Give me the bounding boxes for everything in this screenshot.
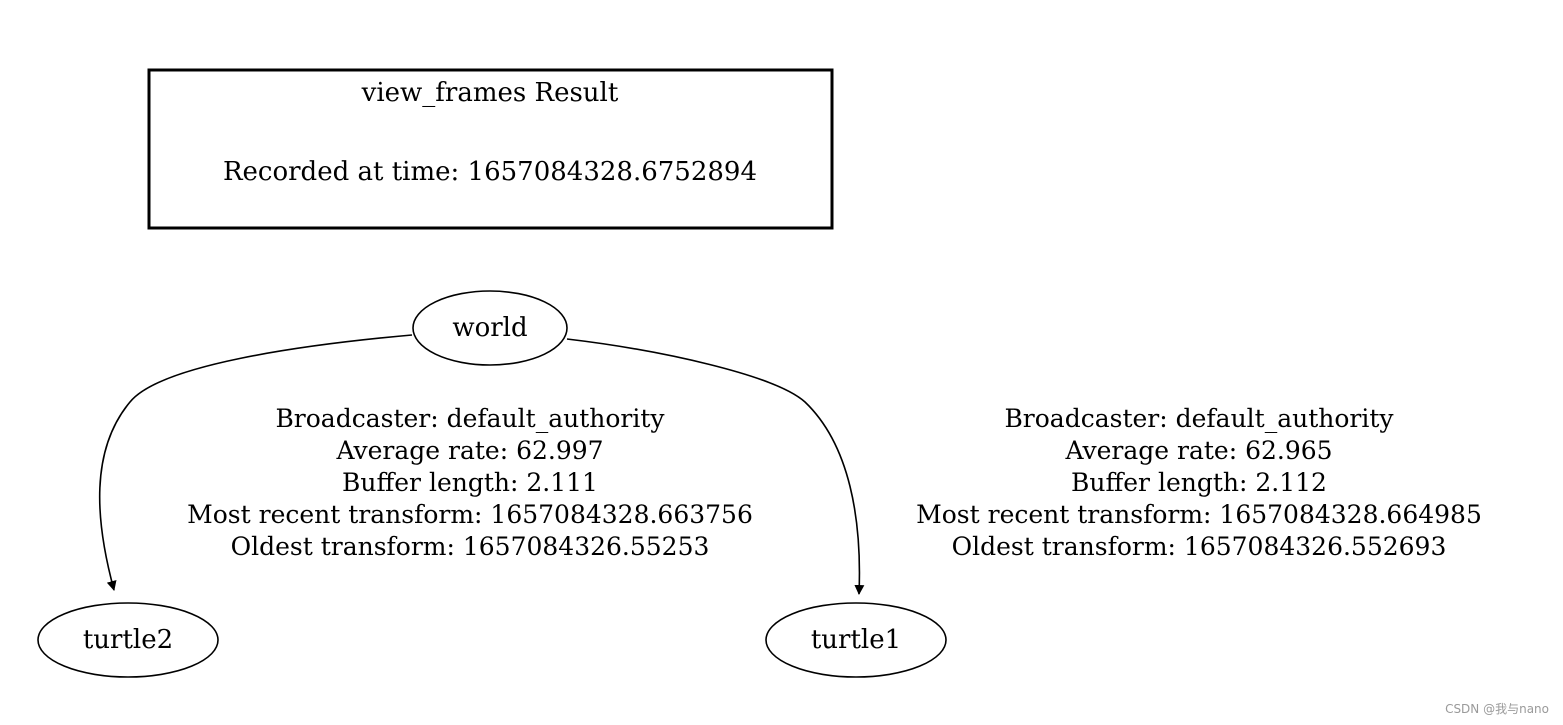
node-turtle2-label: turtle2 bbox=[83, 625, 173, 655]
edge-label-turtle2: Broadcaster: default_authority Average r… bbox=[187, 404, 753, 561]
edge-label-line: Oldest transform: 1657084326.552693 bbox=[952, 532, 1447, 561]
node-turtle2: turtle2 bbox=[37, 602, 219, 678]
edge-label-line: Oldest transform: 1657084326.55253 bbox=[231, 532, 710, 561]
edge-label-line: Most recent transform: 1657084328.664985 bbox=[916, 500, 1482, 529]
legend-border bbox=[147, 68, 834, 230]
node-turtle1-label: turtle1 bbox=[811, 625, 901, 655]
watermark-text: CSDN @我与nano bbox=[1445, 702, 1549, 716]
node-turtle2-ellipse bbox=[37, 602, 219, 678]
edge-label-line: Broadcaster: default_authority bbox=[275, 404, 665, 433]
edge-label-line: Buffer length: 2.111 bbox=[342, 468, 598, 497]
edge-label-line: Most recent transform: 1657084328.663756 bbox=[187, 500, 753, 529]
node-turtle1-ellipse bbox=[765, 602, 947, 678]
edge-label-line: Broadcaster: default_authority bbox=[1004, 404, 1394, 433]
node-world-label: world bbox=[452, 313, 527, 343]
edge-label-turtle1: Broadcaster: default_authority Average r… bbox=[916, 404, 1482, 561]
edge-world-turtle1 bbox=[566, 338, 865, 595]
node-world: world bbox=[412, 290, 568, 366]
node-world-ellipse bbox=[412, 290, 568, 366]
node-turtle1: turtle1 bbox=[765, 602, 947, 678]
legend-title: view_frames Result bbox=[361, 78, 619, 108]
edge-label-line: Average rate: 62.997 bbox=[335, 436, 603, 465]
legend-recorded-time: Recorded at time: 1657084328.6752894 bbox=[223, 157, 757, 187]
edge-label-line: Buffer length: 2.112 bbox=[1071, 468, 1327, 497]
edge-world-turtle2 bbox=[98, 334, 413, 591]
legend-box: view_frames Result Recorded at time: 165… bbox=[147, 68, 834, 230]
edge-label-line: Average rate: 62.965 bbox=[1064, 436, 1332, 465]
